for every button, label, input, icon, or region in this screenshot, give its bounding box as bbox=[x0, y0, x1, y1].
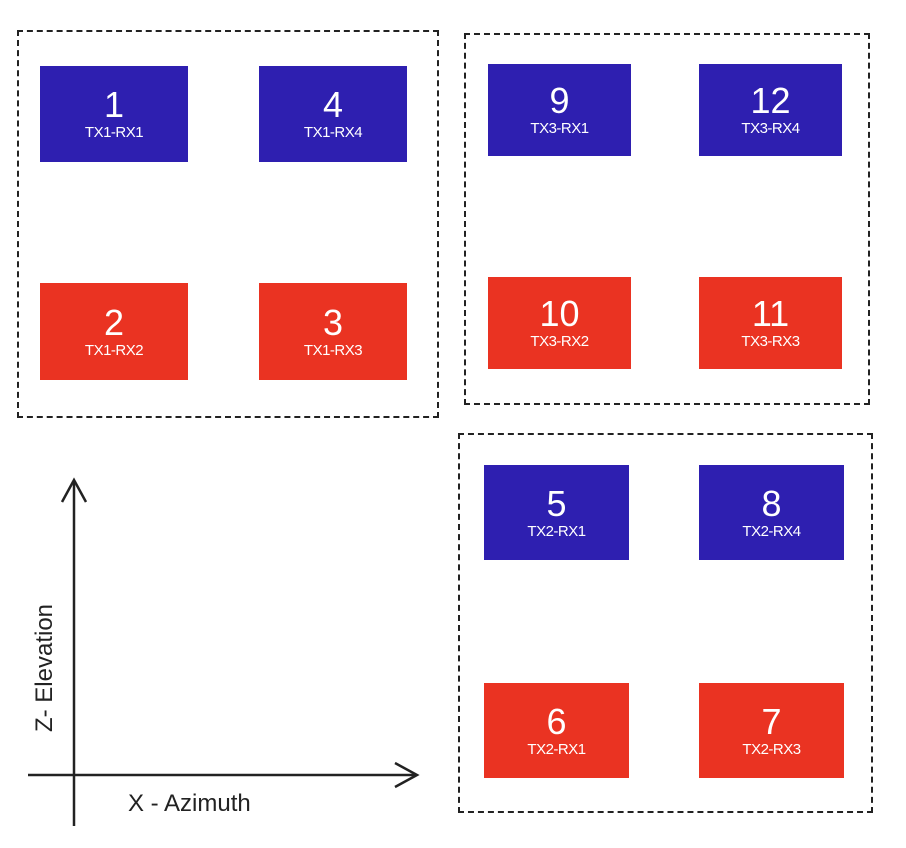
cell-4: 4 TX1-RX4 bbox=[259, 66, 407, 162]
cell-5: 5 TX2-RX1 bbox=[484, 465, 629, 560]
cell-number: 10 bbox=[539, 293, 580, 334]
cell-label: TX3-RX3 bbox=[741, 333, 800, 350]
group-tx2 bbox=[458, 433, 873, 813]
cell-number: 6 bbox=[546, 700, 567, 742]
cell-label: TX3-RX2 bbox=[530, 333, 589, 350]
cell-1: 1 TX1-RX1 bbox=[40, 66, 188, 162]
cell-label: TX1-RX3 bbox=[303, 341, 363, 359]
cell-number: 4 bbox=[322, 84, 344, 125]
cell-label: TX1-RX1 bbox=[84, 124, 144, 141]
cell-number: 9 bbox=[549, 80, 570, 121]
cell-3: 3 TX1-RX3 bbox=[259, 283, 407, 380]
cell-9: 9 TX3-RX1 bbox=[488, 64, 631, 156]
cell-number: 3 bbox=[322, 301, 344, 343]
x-axis-label: X - Azimuth bbox=[128, 790, 251, 817]
cell-12: 12 TX3-RX4 bbox=[699, 64, 842, 156]
cell-6: 6 TX2-RX1 bbox=[484, 683, 629, 778]
cell-number: 11 bbox=[751, 293, 790, 334]
cell-number: 7 bbox=[761, 700, 782, 742]
cell-label: TX2-RX4 bbox=[742, 522, 801, 540]
cell-number: 12 bbox=[750, 80, 791, 121]
z-axis-arrowhead bbox=[60, 477, 88, 503]
cell-10: 10 TX3-RX2 bbox=[488, 277, 631, 369]
group-tx1 bbox=[17, 30, 439, 418]
x-axis-arrowhead bbox=[394, 761, 420, 789]
cell-label: TX1-RX4 bbox=[303, 124, 363, 141]
z-axis-label: Z- Elevation bbox=[31, 603, 58, 733]
cell-label: TX1-RX2 bbox=[84, 341, 144, 359]
cell-number: 5 bbox=[546, 482, 567, 524]
cell-11: 11 TX3-RX3 bbox=[699, 277, 842, 369]
cell-label: TX3-RX1 bbox=[530, 120, 589, 137]
cell-2: 2 TX1-RX2 bbox=[40, 283, 188, 380]
cell-7: 7 TX2-RX3 bbox=[699, 683, 844, 778]
cell-label: TX2-RX3 bbox=[742, 740, 801, 758]
group-tx3 bbox=[464, 33, 870, 405]
cell-number: 2 bbox=[103, 301, 125, 343]
cell-label: TX2-RX1 bbox=[527, 522, 586, 540]
cell-8: 8 TX2-RX4 bbox=[699, 465, 844, 560]
cell-label: TX3-RX4 bbox=[741, 120, 800, 137]
cell-number: 1 bbox=[103, 84, 125, 125]
cell-number: 8 bbox=[761, 482, 782, 524]
cell-label: TX2-RX1 bbox=[527, 740, 586, 758]
